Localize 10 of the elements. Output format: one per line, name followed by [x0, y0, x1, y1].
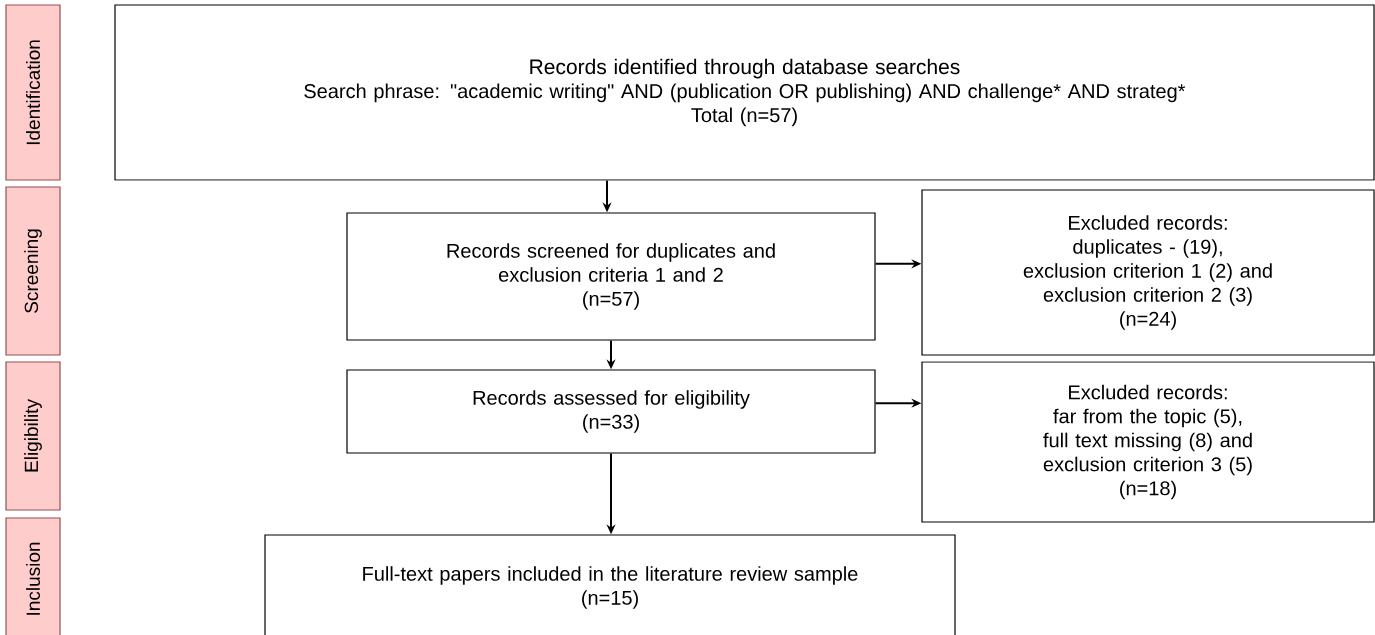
process-box: Full-text papers included in the literature review sample (n=15): [264, 534, 956, 635]
process-box: Records identified through database searches Search phrase: "academic writing" AND (publication OR publishing) AND challenge* AND strateg* Total (n=57): [114, 4, 1375, 181]
process-box: Excluded records: far from the topic (5), full text missing (8) and exclusion criterion 3 (5) (n=18): [921, 361, 1375, 523]
process-box: Excluded records: duplicates - (19), exclusion criterion 1 (2) and exclusion criterion 2 (3) (n=24): [921, 189, 1375, 356]
process-box: Records screened for duplicates and exclusion criteria 1 and 2 (n=57): [346, 212, 876, 341]
stage-label: Inclusion: [5, 517, 61, 635]
stage-label: Screening: [5, 186, 61, 356]
process-box: Records assessed for eligibility (n=33): [346, 369, 876, 454]
stage-label: Identification: [5, 4, 61, 181]
stage-label: Eligibility: [5, 361, 61, 511]
